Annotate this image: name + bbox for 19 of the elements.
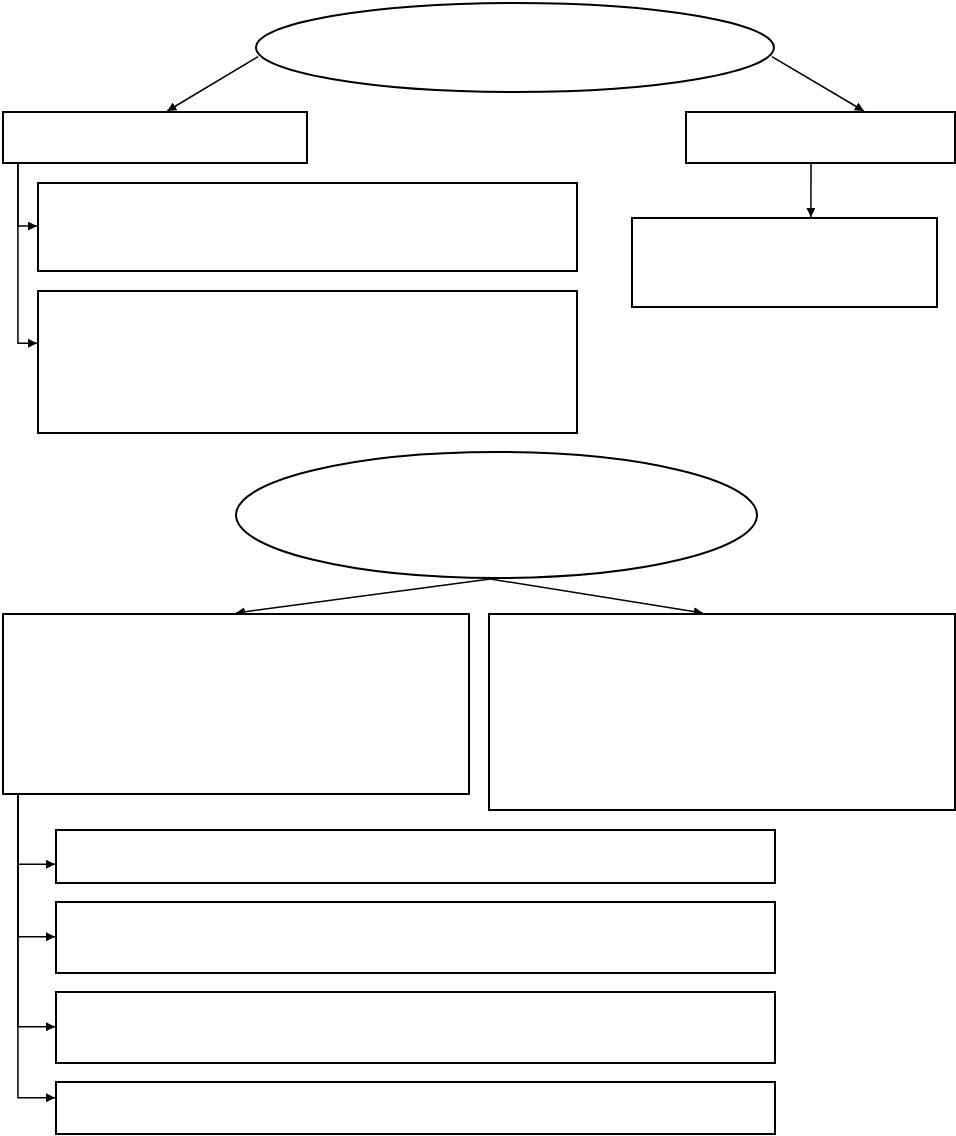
empty-box xyxy=(55,829,776,884)
empty-box xyxy=(2,111,308,164)
empty-box xyxy=(37,290,578,434)
arrow xyxy=(489,578,704,616)
arrow xyxy=(17,794,56,1103)
arrow xyxy=(166,55,259,112)
arrow xyxy=(17,163,38,348)
empty-box xyxy=(631,217,938,308)
empty-box xyxy=(488,613,956,811)
empty-box xyxy=(55,901,776,974)
empty-box xyxy=(55,1081,776,1135)
ellipse-node xyxy=(255,2,775,93)
arrow xyxy=(771,55,865,112)
empty-box xyxy=(2,613,470,795)
empty-box xyxy=(685,111,956,164)
ellipse-node xyxy=(235,451,758,579)
empty-box xyxy=(55,991,776,1064)
empty-box xyxy=(37,182,578,272)
arrow xyxy=(806,163,816,218)
